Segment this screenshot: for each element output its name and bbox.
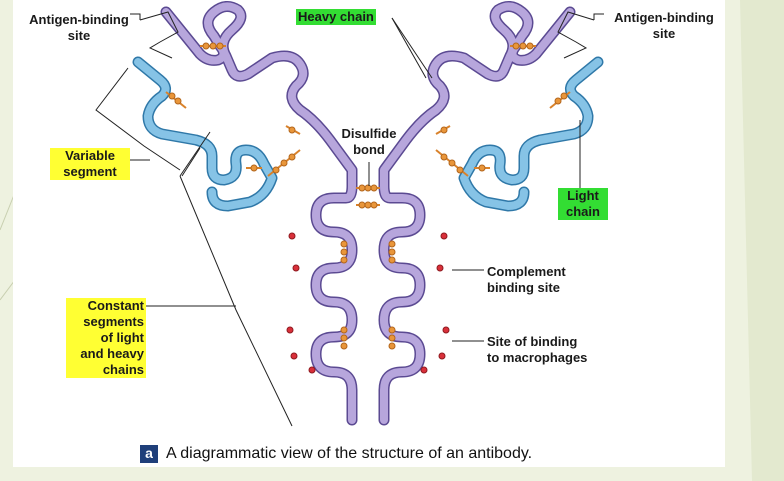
label-heavy-chain: Heavy chain [296,9,376,25]
light-chain-left [132,56,278,212]
disulfide-bonds [165,42,571,350]
label-antigen-binding-right: Antigen-binding site [614,10,714,41]
caption-badge: a [140,445,158,463]
figure-panel [13,0,725,467]
figure-caption: a A diagrammatic view of the structure o… [140,443,700,465]
caption-text: A diagrammatic view of the structure of … [166,445,533,462]
label-variable-segment: Variable segment [50,148,130,180]
label-light-chain: Light chain [558,188,608,220]
label-disulfide-bond: Disulfide bond [341,126,397,157]
heavy-chain-right [378,1,576,426]
label-constant-segments: Constant segments of light and heavy cha… [66,298,146,378]
heavy-chain-left [160,1,358,426]
label-complement-binding: Complement binding site [487,264,566,295]
light-chain-right [458,56,604,212]
label-antigen-binding-left: Antigen-binding site [29,12,129,43]
label-macrophage-site: Site of binding to macrophages [487,334,588,365]
annotation-leaders [95,11,604,427]
carbohydrate-markers [286,232,450,374]
